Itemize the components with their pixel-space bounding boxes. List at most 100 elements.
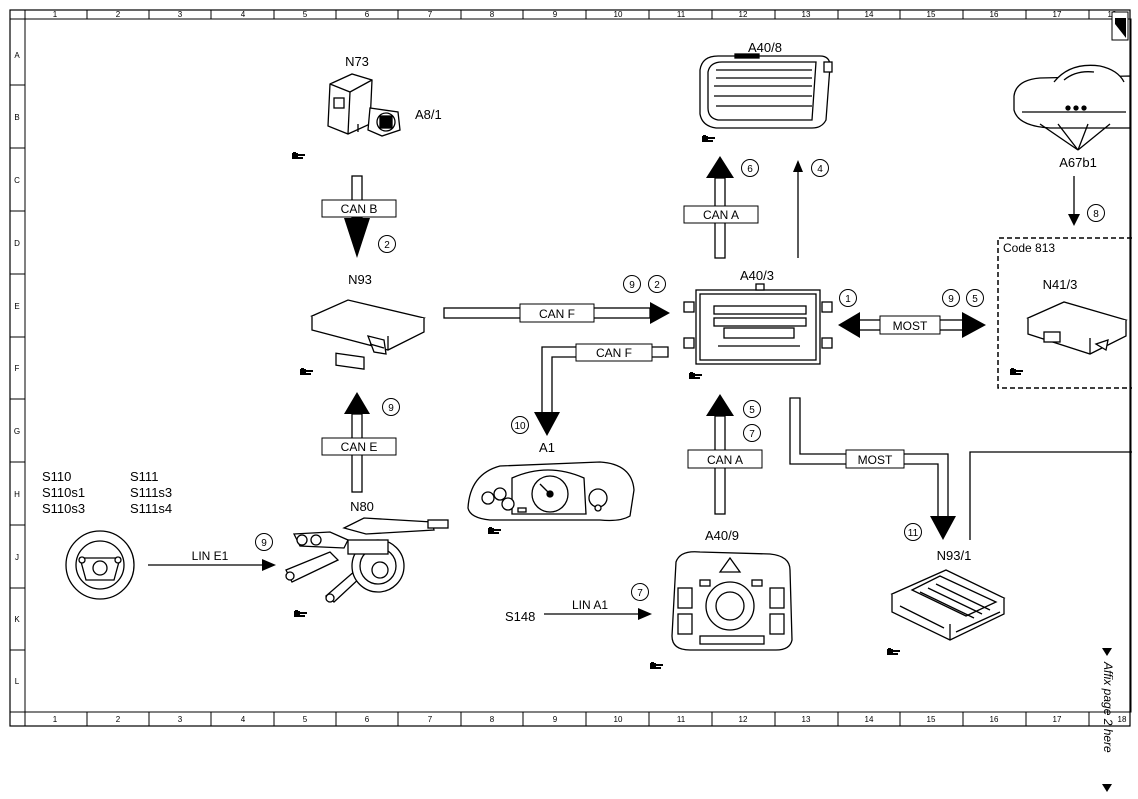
label-s111s3: S111s3 bbox=[130, 485, 172, 500]
grid-col-11: 11 bbox=[677, 10, 686, 19]
label-s148: S148 bbox=[505, 609, 535, 624]
reference-hand-icon[interactable] bbox=[488, 527, 501, 534]
grid-col-4: 4 bbox=[241, 10, 246, 19]
bus-label-can-f-top: CAN F bbox=[539, 307, 575, 321]
marker-10: 10 bbox=[514, 421, 526, 432]
label-s110s3: S110s3 bbox=[42, 501, 85, 516]
grid-row-k: K bbox=[14, 615, 20, 624]
reference-hand-icon[interactable] bbox=[702, 135, 715, 142]
grid-col-13: 13 bbox=[802, 10, 811, 19]
grid-row-a: A bbox=[14, 51, 20, 60]
marker-5: 5 bbox=[749, 405, 755, 416]
affix-note: Affix page 2 here bbox=[1101, 648, 1115, 792]
label-a40-8: A40/8 bbox=[748, 40, 782, 55]
label-s111s4: S111s4 bbox=[130, 501, 172, 516]
grid-col-12: 12 bbox=[739, 10, 748, 19]
marker-9: 9 bbox=[948, 294, 954, 305]
bus-label-can-a-low: CAN A bbox=[707, 453, 743, 467]
marker-11: 11 bbox=[908, 528, 919, 539]
reference-hand-icon[interactable] bbox=[650, 662, 663, 669]
grid-col-9-bottom: 9 bbox=[553, 715, 558, 724]
page-corner-icon bbox=[1111, 11, 1129, 41]
n93-1-module bbox=[890, 569, 1006, 641]
grid-col-14: 14 bbox=[865, 10, 874, 19]
grid-col-13-bottom: 13 bbox=[802, 715, 811, 724]
steering-wheel bbox=[65, 530, 135, 600]
triangle-pointer-icon bbox=[1102, 648, 1112, 656]
marker-2: 2 bbox=[384, 240, 390, 251]
grid-col-5: 5 bbox=[303, 10, 308, 19]
grid-col-10-bottom: 10 bbox=[614, 715, 623, 724]
marker-9: 9 bbox=[629, 280, 635, 291]
reference-hand-icon[interactable] bbox=[689, 372, 702, 379]
n73-ignition-switch bbox=[327, 73, 401, 137]
connections bbox=[148, 156, 1132, 620]
marker-5: 5 bbox=[972, 294, 978, 305]
reference-hand-icon[interactable] bbox=[294, 610, 307, 617]
label-a67b1: A67b1 bbox=[1059, 155, 1097, 170]
bus-labels: CAN B CAN A CAN F CAN F MOST CAN E CAN A… bbox=[192, 199, 941, 612]
label-n73: N73 bbox=[345, 54, 369, 69]
grid-col-7-bottom: 7 bbox=[428, 715, 433, 724]
label-s111: S111 bbox=[130, 469, 158, 484]
grid-col-1: 1 bbox=[53, 10, 58, 19]
grid-col-3: 3 bbox=[178, 10, 183, 19]
marker-7: 7 bbox=[749, 429, 755, 440]
bus-label-most-low: MOST bbox=[858, 453, 893, 467]
page-frame bbox=[9, 9, 1132, 727]
bus-label-can-b: CAN B bbox=[341, 202, 378, 216]
bus-label-can-e: CAN E bbox=[341, 440, 378, 454]
marker-2: 2 bbox=[654, 280, 660, 291]
grid-col-3-bottom: 3 bbox=[178, 715, 183, 724]
reference-hand-icon[interactable] bbox=[1010, 368, 1023, 375]
label-n80: N80 bbox=[350, 499, 374, 514]
reference-hand-icon[interactable] bbox=[292, 152, 305, 159]
reference-hand-icon[interactable] bbox=[887, 648, 900, 655]
marker-8: 8 bbox=[1093, 209, 1099, 220]
grid-col-17: 17 bbox=[1053, 10, 1062, 19]
bus-label-can-f-low: CAN F bbox=[596, 346, 632, 360]
bus-label-lin-a1: LIN A1 bbox=[572, 598, 608, 612]
grid-row-e: E bbox=[14, 302, 19, 311]
n93-gateway-module bbox=[310, 299, 426, 370]
grid-col-8: 8 bbox=[490, 10, 495, 19]
reference-hand-icon[interactable] bbox=[300, 368, 313, 375]
label-a40-9: A40/9 bbox=[705, 528, 739, 543]
grid-row-f: F bbox=[15, 364, 20, 373]
label-a1: A1 bbox=[539, 440, 555, 455]
label-a40-3: A40/3 bbox=[740, 268, 774, 283]
marker-9: 9 bbox=[388, 403, 394, 414]
numbered-markers: 2 9 2 6 4 8 1 9 5 9 10 5 7 11 9 7 bbox=[255, 159, 1105, 601]
grid-col-11-bottom: 11 bbox=[677, 715, 686, 724]
marker-7: 7 bbox=[637, 588, 643, 599]
component-labels: N73 A8/1 A40/8 A67b1 N93 A40/3 Code 813 … bbox=[42, 40, 1097, 624]
a1-instrument-cluster bbox=[467, 461, 635, 522]
marker-4: 4 bbox=[817, 164, 823, 175]
a40-8-display bbox=[699, 53, 833, 129]
grid-columns: 1 2 3 4 5 6 7 8 9 10 11 12 13 14 15 16 1… bbox=[53, 10, 1127, 726]
grid-row-h: H bbox=[14, 490, 20, 499]
grid-col-1-bottom: 1 bbox=[53, 715, 58, 724]
label-s110s1: S110s1 bbox=[42, 485, 85, 500]
grid-row-c: C bbox=[14, 176, 20, 185]
marker-1: 1 bbox=[845, 294, 851, 305]
grid-col-8-bottom: 8 bbox=[490, 715, 495, 724]
grid-row-j: J bbox=[15, 553, 19, 562]
grid-col-6-bottom: 6 bbox=[365, 715, 370, 724]
n41-3-module bbox=[1026, 301, 1128, 355]
triangle-pointer-icon bbox=[1102, 784, 1112, 792]
grid-col-2: 2 bbox=[116, 10, 121, 19]
bus-label-lin-e1: LIN E1 bbox=[192, 549, 229, 563]
grid-col-14-bottom: 14 bbox=[865, 715, 874, 724]
grid-col-16: 16 bbox=[990, 10, 999, 19]
a40-3-head-unit bbox=[683, 283, 833, 365]
a67b1-microphone bbox=[1013, 64, 1131, 151]
grid-row-l: L bbox=[15, 677, 20, 686]
label-code-813: Code 813 bbox=[1003, 241, 1055, 255]
marker-9: 9 bbox=[261, 538, 267, 549]
label-n41-3: N41/3 bbox=[1043, 277, 1078, 292]
grid-col-10: 10 bbox=[614, 10, 623, 19]
label-s110: S110 bbox=[42, 469, 71, 484]
affix-text: Affix page 2 here bbox=[1101, 661, 1115, 753]
